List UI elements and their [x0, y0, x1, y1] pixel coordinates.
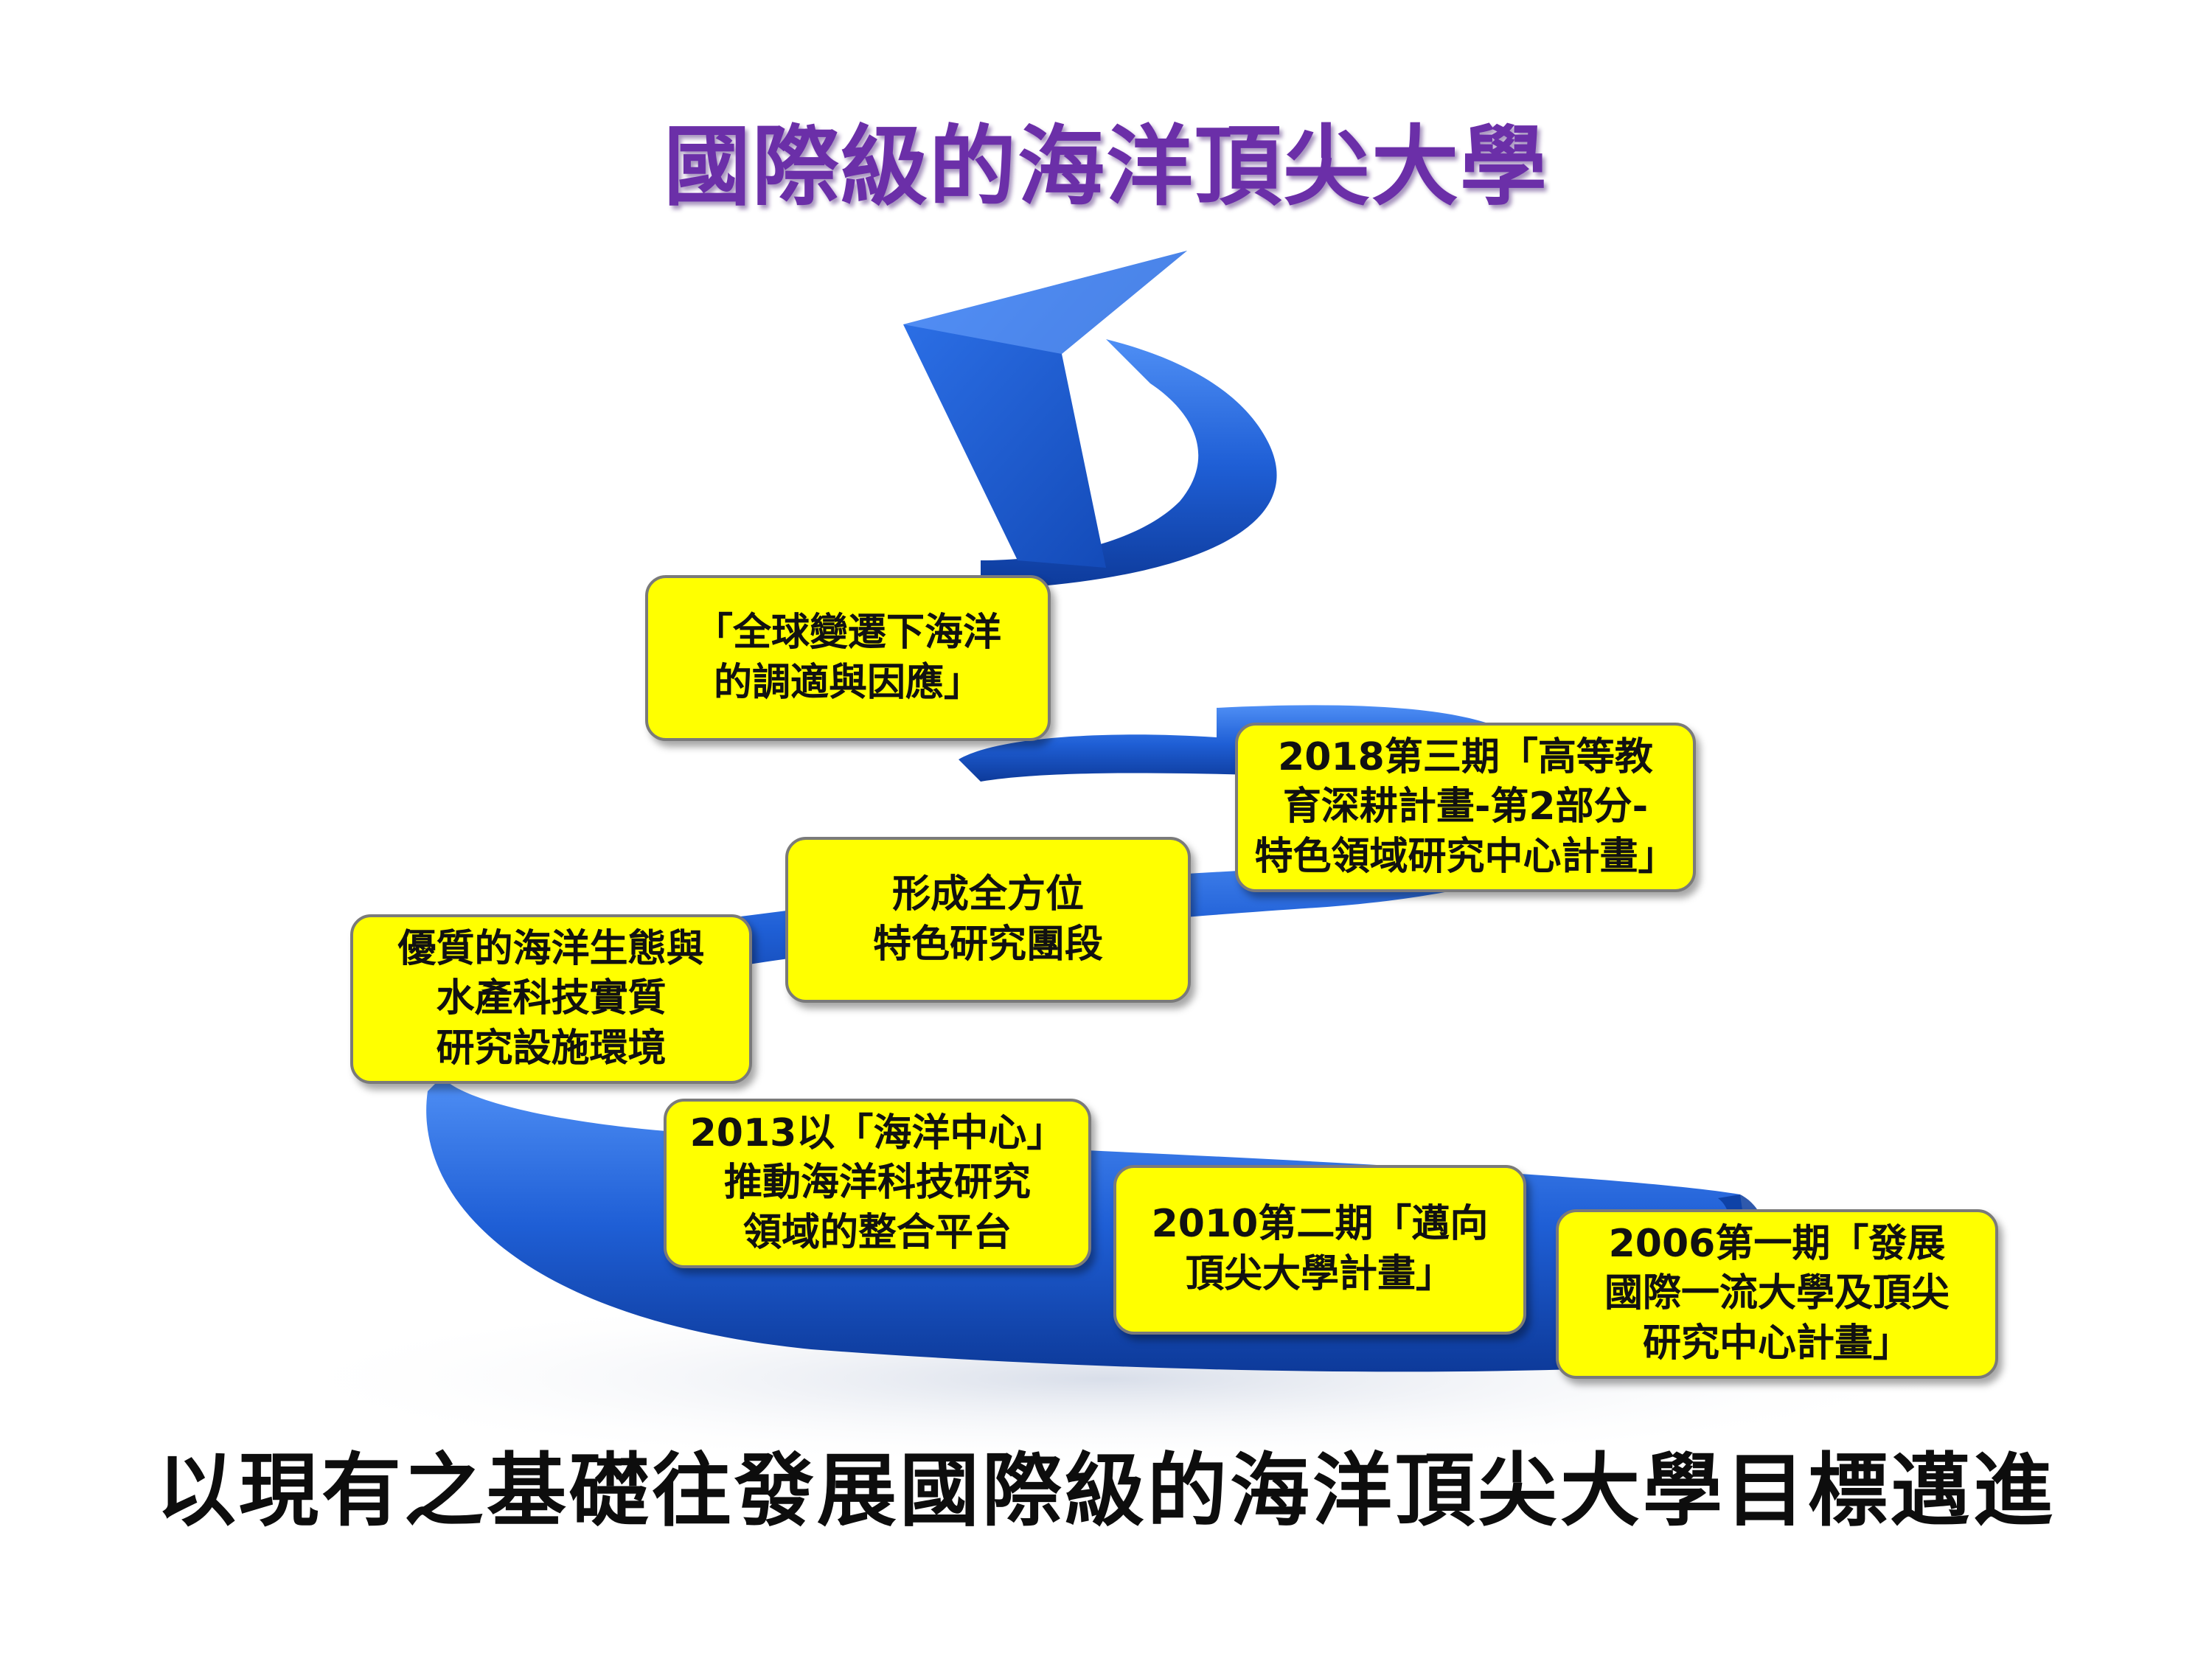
milestone-2006: 2006第一期「發展 國際一流大學及頂尖 研究中心計畫」 — [1556, 1209, 1998, 1379]
milestone-2018: 2018第三期「高等教 育深耕計畫-第2部分- 特色領域研究中心計畫」 — [1235, 723, 1696, 892]
arrow-head-highlight — [903, 251, 1187, 354]
milestone-facility-text: 優質的海洋生態與 水產科技實質 研究設施環境 — [397, 926, 705, 1071]
spiral-segment-top — [981, 339, 1277, 590]
milestone-2018-text: 2018第三期「高等教 育深耕計畫-第2部分- 特色領域研究中心計畫」 — [1254, 734, 1677, 879]
milestone-research-teams-text: 形成全方位 特色研究團段 — [872, 872, 1103, 967]
milestone-global-change-text: 「全球變遷下海洋 的調適與因應」 — [694, 610, 1001, 705]
page-title: 國際級的海洋頂尖大學 — [663, 116, 1548, 218]
milestone-facility: 優質的海洋生態與 水產科技實質 研究設施環境 — [350, 914, 752, 1084]
milestone-2010-text: 2010第二期「邁向 頂尖大學計畫」 — [1151, 1202, 1489, 1296]
milestone-2013-text: 2013以「海洋中心」 推動海洋科技研究 領域的整合平台 — [689, 1110, 1065, 1255]
footer-slogan: 以現有之基礎往發展國際級的海洋頂尖大學目標邁進 — [156, 1445, 2056, 1537]
milestone-research-teams: 形成全方位 特色研究團段 — [785, 837, 1191, 1003]
milestone-2013: 2013以「海洋中心」 推動海洋科技研究 領域的整合平台 — [664, 1099, 1091, 1268]
milestone-2010: 2010第二期「邁向 頂尖大學計畫」 — [1113, 1165, 1526, 1335]
milestone-2006-text: 2006第一期「發展 國際一流大學及頂尖 研究中心計畫」 — [1604, 1221, 1950, 1366]
milestone-global-change: 「全球變遷下海洋 的調適與因應」 — [645, 575, 1051, 741]
